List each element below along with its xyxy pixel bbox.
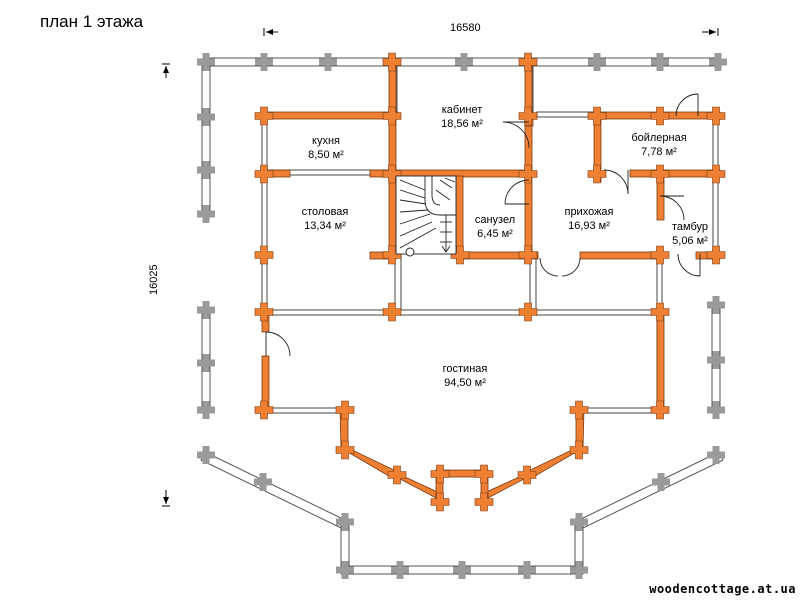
terrace-post — [197, 161, 215, 179]
log-walls — [261, 61, 721, 505]
room-area: 7,78 м² — [641, 146, 677, 158]
terrace-post — [652, 473, 670, 491]
room-name: бойлерная — [631, 132, 687, 144]
terrace-post — [319, 53, 337, 71]
log-corner — [518, 52, 538, 72]
terrace-post — [651, 53, 669, 71]
room-name: кухня — [312, 135, 340, 147]
terrace-post — [518, 561, 536, 579]
log-corner — [254, 106, 274, 126]
staircase — [395, 175, 457, 257]
terrace-posts — [197, 53, 727, 579]
room-area: 6,45 м² — [477, 228, 513, 240]
log-corner — [518, 164, 538, 184]
terrace-post — [336, 561, 354, 579]
terrace-post — [197, 108, 215, 126]
log-corner — [650, 245, 670, 265]
log-corner — [569, 440, 589, 460]
terrace-post — [197, 53, 215, 71]
room-name: столовая — [301, 206, 349, 218]
terrace-post — [570, 513, 588, 531]
log-corner — [650, 164, 670, 184]
log-corner — [706, 245, 726, 265]
terrace-post — [255, 53, 273, 71]
log-corner — [254, 245, 274, 265]
room-label-boiler: бойлерная 7,78 м² — [631, 131, 686, 159]
log-corner — [382, 302, 402, 322]
log-corner — [650, 400, 670, 420]
room-name: гостиная — [442, 363, 488, 375]
terrace-post — [391, 561, 409, 579]
room-area: 16,93 м² — [568, 220, 610, 232]
dimension-arrows — [162, 28, 719, 507]
log-corner — [474, 492, 494, 512]
terrace-post — [197, 446, 215, 464]
log-corners — [254, 52, 726, 512]
log-corner — [706, 164, 726, 184]
plan-title: план 1 этажа — [40, 12, 144, 31]
log-corner — [254, 400, 274, 420]
room-name: тамбур — [671, 221, 709, 233]
room-area: 94,50 м² — [444, 377, 486, 389]
terrace-post — [707, 401, 725, 419]
log-corner — [569, 400, 589, 420]
log-corner — [382, 52, 402, 72]
room-area: 5,06 м² — [672, 235, 708, 247]
terrace-post — [709, 53, 727, 71]
terrace-post — [707, 351, 725, 369]
log-corner — [335, 440, 355, 460]
width-dimension: 16580 — [450, 22, 481, 34]
log-corner — [517, 465, 537, 485]
site-watermark: woodencottage.at.ua — [649, 582, 796, 596]
log-corner — [430, 492, 450, 512]
room-name: прихожая — [564, 206, 614, 218]
room-area: 18,56 м² — [441, 118, 483, 130]
room-name: кабинет — [441, 104, 483, 116]
log-corner — [650, 302, 670, 322]
doors — [265, 93, 701, 357]
log-corner — [650, 106, 670, 126]
terrace-post — [453, 561, 471, 579]
terrace-post — [197, 354, 215, 372]
log-corner — [382, 245, 402, 265]
terrace-post — [197, 301, 215, 319]
room-name: санузел — [474, 214, 516, 226]
room-label-cabinet: кабинет 18,56 м² — [441, 103, 483, 131]
room-label-vestibule: тамбур 5,06 м² — [672, 220, 708, 248]
log-corner — [518, 302, 538, 322]
log-corner — [587, 164, 607, 184]
terrace-post — [254, 473, 272, 491]
room-label-hallway: прихожая 16,93 м² — [564, 205, 613, 233]
room-label-dining: столовая 13,34 м² — [302, 205, 349, 233]
terrace-post — [455, 53, 473, 71]
log-corner — [254, 164, 274, 184]
room-area: 13,34 м² — [304, 220, 346, 232]
log-corner — [430, 464, 450, 484]
depth-dimension: 16025 — [148, 264, 160, 295]
terrace-post — [197, 401, 215, 419]
log-corner — [387, 465, 407, 485]
log-corner — [335, 400, 355, 420]
log-corner — [254, 302, 274, 322]
terrace-post — [707, 296, 725, 314]
log-corner — [518, 106, 538, 126]
log-corner — [518, 245, 538, 265]
room-area: 8,50 м² — [308, 149, 344, 161]
log-corner — [382, 106, 402, 126]
log-corner — [706, 106, 726, 126]
room-label-bathroom: санузел 6,45 м² — [475, 213, 515, 241]
log-corner — [587, 106, 607, 126]
terrace-post — [570, 561, 588, 579]
room-label-kitchen: кухня 8,50 м² — [308, 134, 344, 162]
log-corner — [474, 464, 494, 484]
log-corner — [382, 164, 402, 184]
terrace-post — [707, 446, 725, 464]
terrace-post — [336, 513, 354, 531]
terrace-post — [197, 205, 215, 223]
terrace-post — [588, 53, 606, 71]
room-label-living: гостиная 94,50 м² — [443, 362, 488, 390]
